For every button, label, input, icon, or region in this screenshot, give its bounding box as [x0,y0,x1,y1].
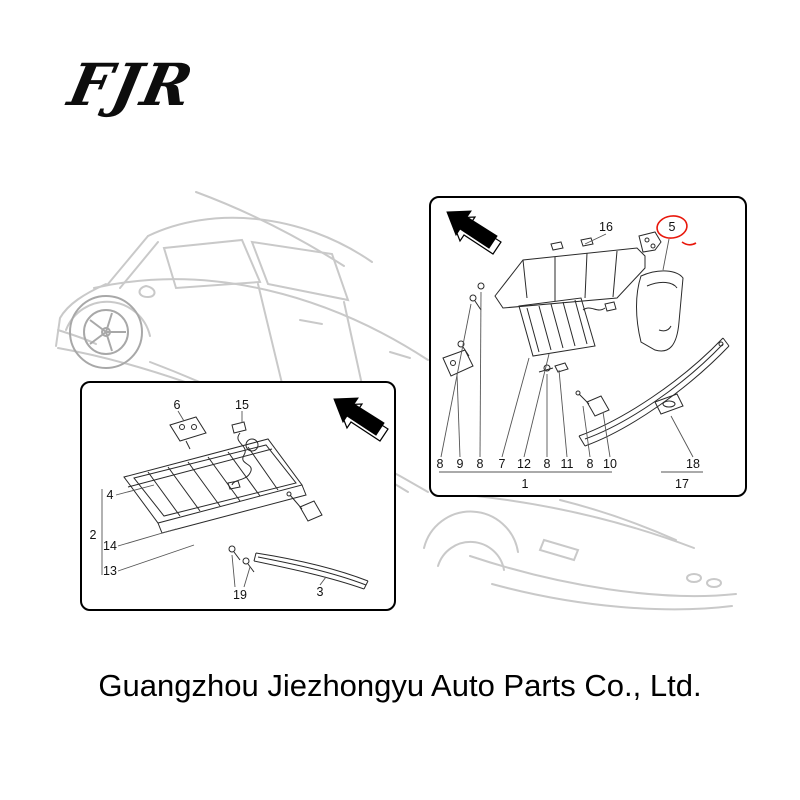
part-label-12: 12 [517,457,531,471]
part-label-10: 10 [603,457,617,471]
left-diagram-drawing [101,397,389,590]
part-label-1: 1 [521,477,529,491]
part-label-6: 6 [173,398,181,412]
part-label-14: 14 [103,539,117,553]
part-label-2: 2 [89,528,97,542]
direction-arrow-icon [446,210,502,255]
diagram-panel-right: 16 5 8 9 8 7 12 8 11 8 10 1 18 17 [429,196,747,497]
part-label-17: 17 [675,477,689,491]
left-leader-lines [101,410,327,588]
glovebox-inner-parts-art [123,416,369,590]
part-label-8b: 8 [476,457,484,471]
direction-arrow-icon [333,397,389,442]
car-body-rear [423,491,737,611]
part-label-8a: 8 [436,457,444,471]
part-label-13: 13 [103,564,117,578]
part-label-5: 5 [668,220,676,234]
part-label-9: 9 [456,457,464,471]
diagram-panel-left: 6 15 4 2 14 13 19 3 [80,381,396,611]
part-label-8d: 8 [586,457,594,471]
right-leader-lines [439,233,703,473]
part-label-4: 4 [106,488,114,502]
highlight-circle [656,215,697,246]
highlight-tick [681,241,697,246]
company-name: Guangzhou Jiezhongyu Auto Parts Co., Ltd… [98,668,702,703]
part-label-19: 19 [233,588,247,602]
part-label-16: 16 [599,220,613,234]
part-label-18: 18 [686,457,700,471]
glovebox-door-parts-art [442,231,730,447]
part-label-15: 15 [235,398,249,412]
part-label-11: 11 [560,457,574,471]
part-label-7: 7 [498,457,506,471]
part-label-8c: 8 [543,457,551,471]
right-diagram-drawing [439,210,730,473]
front-wheel [69,295,143,369]
part-label-3: 3 [316,585,324,599]
